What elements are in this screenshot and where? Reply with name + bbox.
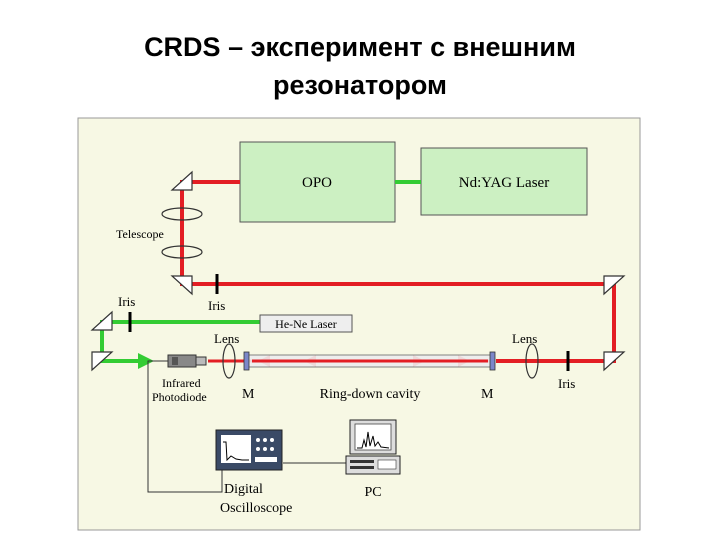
mirror-mid-left [170, 275, 193, 296]
green-beam-hene [100, 320, 260, 363]
iris-left-label: Iris [118, 294, 135, 309]
photodiode-label-line1: Infrared [162, 376, 201, 390]
pc-label: PC [364, 485, 381, 500]
mirror-top-right [603, 275, 626, 296]
telescope-lens-bottom [161, 245, 203, 259]
oscilloscope-label-line2: Oscilloscope [220, 501, 292, 516]
cavity-mirror-left [243, 351, 250, 371]
mirror-left-label: M [242, 387, 255, 402]
nd-yag-laser-label: Nd:YAG Laser [459, 175, 549, 191]
lens-left [222, 343, 236, 379]
lens-left-label: Lens [214, 331, 239, 346]
signal-cable-photodiode [147, 360, 223, 493]
slide-title-line2: резонатором [272, 70, 448, 100]
oscilloscope [215, 429, 283, 471]
telescope-lens-top [161, 207, 203, 221]
mirror-green-top [90, 310, 113, 331]
pc-computer [345, 419, 401, 475]
cavity-label: Ring-down cavity [320, 387, 421, 402]
slide-title: CRDS – эксперимент с внешним резонатором [0, 28, 720, 104]
lens-right-label: Lens [512, 331, 537, 346]
opo-label: OPO [302, 175, 332, 191]
iris-mid-label: Iris [208, 298, 225, 313]
photodiode-label-line2: Photodiode [152, 390, 207, 404]
hene-laser-label: He-Ne Laser [275, 317, 337, 331]
photodiode [167, 354, 207, 368]
slide-title-line1: CRDS – эксперимент с внешним [144, 32, 576, 62]
hene-laser-box [259, 314, 353, 333]
lens-right [525, 343, 539, 379]
mirror-green-bottom [91, 351, 114, 372]
mirror-top-left [170, 170, 193, 191]
nd-yag-laser-box [420, 147, 588, 216]
mirror-right-label: M [481, 387, 494, 402]
cavity-mirror-right [489, 351, 496, 371]
oscilloscope-label-line1: Digital [224, 482, 263, 497]
telescope-label: Telescope [116, 227, 164, 241]
mirror-bottom-right [603, 351, 626, 372]
iris-right-label: Iris [558, 376, 575, 391]
green-beam-arrow [138, 353, 154, 369]
